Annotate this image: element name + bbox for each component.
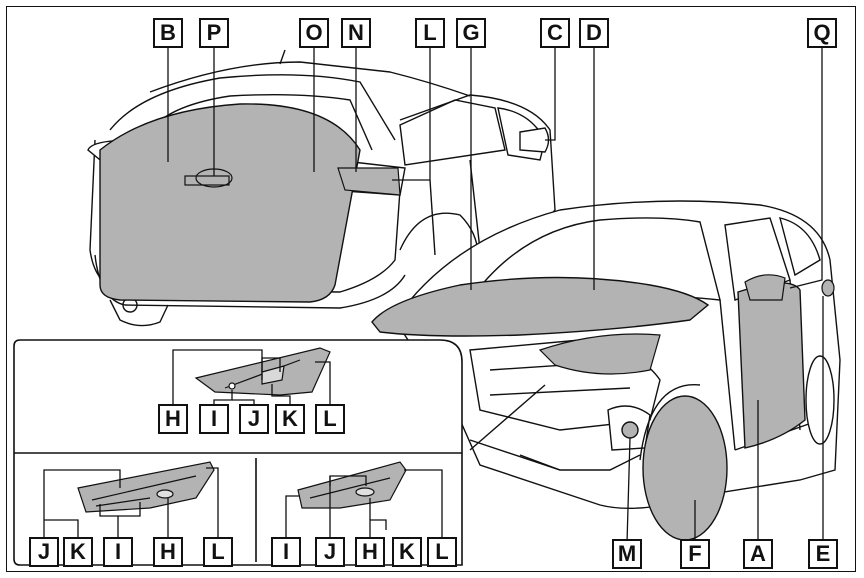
- callout-label: A: [743, 539, 773, 569]
- callout-label: N: [341, 18, 371, 48]
- callout-label: L: [427, 537, 457, 567]
- callout-label: O: [299, 18, 329, 48]
- callout-label: K: [63, 537, 93, 567]
- callout-label: J: [29, 537, 59, 567]
- callout-label: Q: [807, 18, 837, 48]
- callout-label: D: [579, 18, 609, 48]
- callout-label: K: [392, 537, 422, 567]
- callout-label: J: [315, 537, 345, 567]
- callout-label: C: [540, 18, 570, 48]
- callout-label: L: [415, 18, 445, 48]
- callout-label: L: [203, 537, 233, 567]
- diagram-frame: [6, 6, 856, 572]
- callout-label: E: [808, 539, 838, 569]
- callout-label: K: [275, 404, 305, 434]
- callout-label: B: [153, 18, 183, 48]
- callout-label: L: [315, 404, 345, 434]
- callout-label: J: [239, 404, 269, 434]
- callout-label: H: [153, 537, 183, 567]
- callout-label: F: [680, 539, 710, 569]
- callout-label: G: [456, 18, 486, 48]
- callout-label: I: [103, 537, 133, 567]
- callout-label: H: [158, 404, 188, 434]
- callout-label: H: [355, 537, 385, 567]
- callout-label: M: [612, 539, 642, 569]
- callout-label: P: [199, 18, 229, 48]
- callout-label: I: [199, 404, 229, 434]
- callout-label: I: [271, 537, 301, 567]
